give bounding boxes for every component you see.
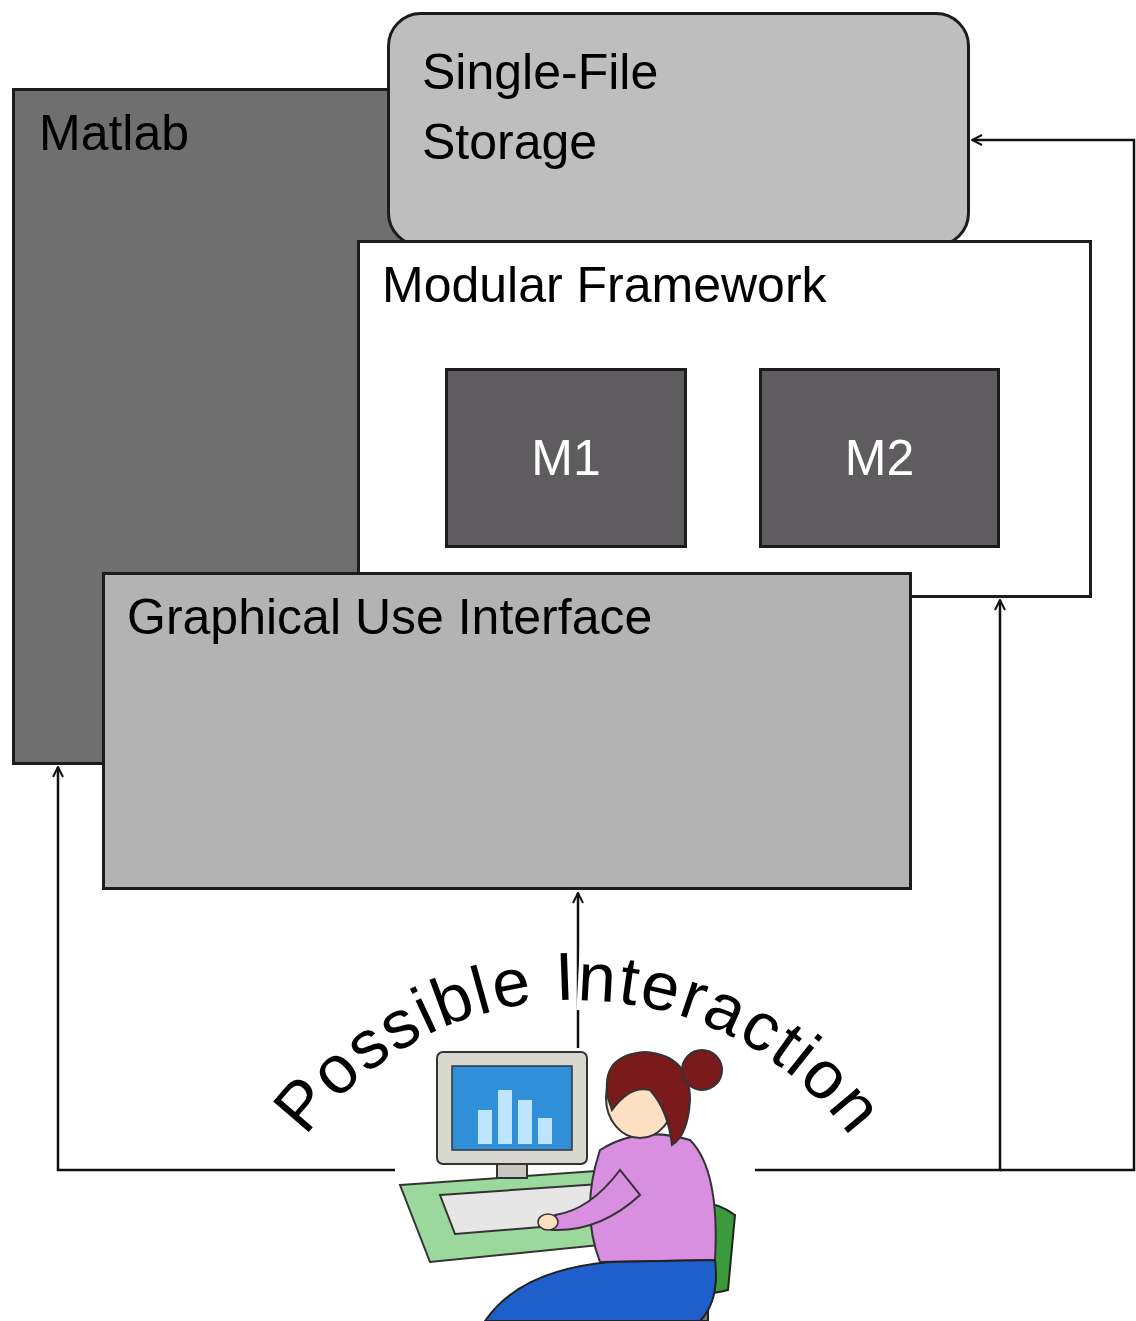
arc-letter: b	[422, 960, 481, 1037]
arc-letter: r	[673, 960, 716, 1032]
arc-letter: P	[261, 1064, 342, 1143]
box-label: M1	[531, 428, 600, 488]
arc-letter: t	[615, 945, 643, 1015]
box-label: M2	[845, 428, 914, 488]
arc-letter: e	[635, 948, 687, 1023]
framework-box: Modular FrameworkM1 M2	[357, 240, 1092, 598]
arc-letter: n	[819, 1070, 895, 1143]
arc-letter: e	[485, 946, 535, 1020]
arc-letter: I	[554, 942, 575, 1011]
arc-letter: i	[402, 977, 445, 1045]
arc-letter: n	[577, 942, 618, 1012]
storage-box: Single-File Storage	[387, 12, 970, 247]
gui-box: Graphical Use Interface	[102, 572, 912, 890]
arc-letter: i	[777, 1024, 831, 1087]
user-illustration	[400, 1050, 735, 1321]
arc-letter: a	[696, 969, 758, 1047]
arc-letter: l	[464, 955, 497, 1025]
arc-letter: s	[367, 986, 430, 1062]
arrow-to-gui	[577, 893, 580, 1048]
module-box: M2	[759, 368, 1000, 548]
arc-letter: t	[761, 1010, 816, 1076]
box-label: Modular Framework	[382, 255, 1067, 315]
arc-letter	[530, 943, 555, 1013]
arc-letter: s	[332, 1007, 399, 1082]
module-box: M1	[445, 368, 687, 548]
arc-letter: o	[298, 1032, 372, 1108]
box-label: Matlab	[39, 103, 387, 163]
arc-letter: c	[731, 989, 795, 1065]
box-label: Graphical Use Interface	[127, 587, 887, 647]
arc-letter: o	[790, 1038, 864, 1113]
box-label: Single-File Storage	[422, 37, 767, 177]
